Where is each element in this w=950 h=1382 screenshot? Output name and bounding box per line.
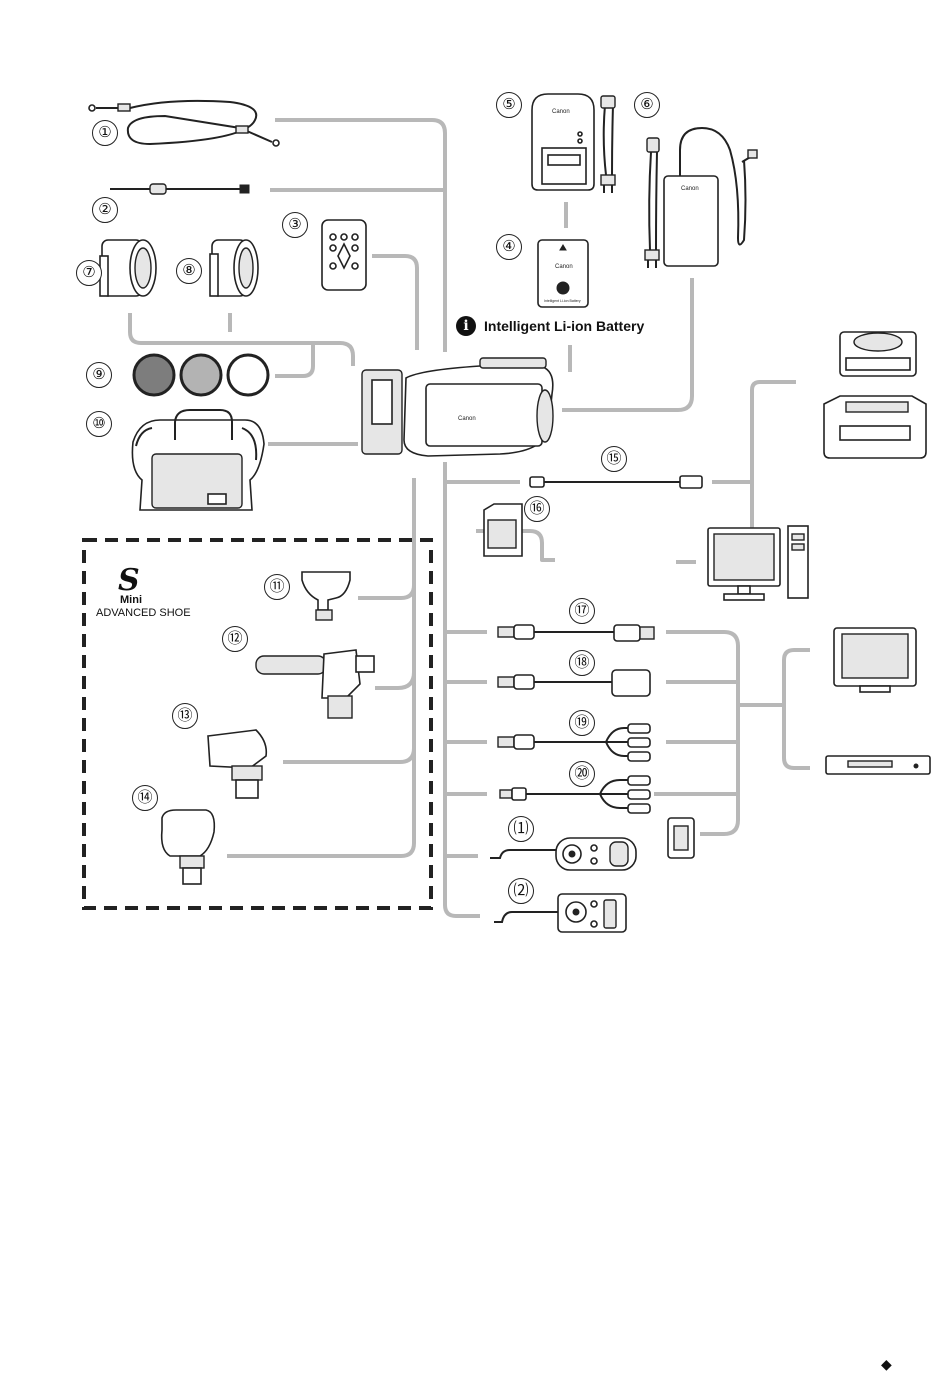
- label-18: ⑱: [569, 650, 595, 676]
- video-flash-illustration: [302, 572, 350, 620]
- battery-charger-illustration: Canon: [532, 94, 615, 193]
- label-17: ⑰: [569, 598, 595, 624]
- label-4: ④: [496, 234, 522, 260]
- wide-converter-illustration: [210, 240, 258, 296]
- battery-pack-brand: Canon: [555, 264, 573, 270]
- power-adapter-illustration: Canon: [645, 128, 757, 268]
- label-21: ⑴: [508, 816, 534, 842]
- wrist-strap-illustration: [110, 184, 249, 194]
- charger-brand: Canon: [552, 109, 570, 115]
- battery-caption-text: Intelligent Li-ion Battery: [484, 318, 644, 334]
- label-15: ⑮: [601, 446, 627, 472]
- wireless-controller-illustration: [322, 220, 366, 290]
- camcorder-illustration: Canon: [362, 358, 553, 456]
- memory-card-illustration: [484, 504, 522, 556]
- label-2: ②: [92, 197, 118, 223]
- computer-illustration: [708, 526, 808, 600]
- label-14: ⑭: [132, 785, 158, 811]
- compact-printer-illustration: [840, 332, 916, 376]
- shoe-logo-mini: Mini: [120, 594, 191, 607]
- battery-pack-text: Intelligent Li-ion Battery: [544, 299, 581, 303]
- directional-microphone-illustration: [256, 650, 374, 718]
- adapter-brand: Canon: [681, 186, 699, 192]
- scart-adapter-illustration: [668, 818, 694, 858]
- tele-converter-illustration: [100, 240, 156, 296]
- video-recorder-illustration: [826, 756, 930, 774]
- battery-video-light-illustration: [208, 730, 266, 798]
- label-10: ⑩: [86, 411, 112, 437]
- label-19: ⑲: [569, 710, 595, 736]
- label-13: ⑬: [172, 703, 198, 729]
- page-marker: ◆: [881, 1356, 892, 1373]
- battery-caption: i Intelligent Li-ion Battery: [456, 316, 644, 336]
- label-20: ⑳: [569, 761, 595, 787]
- remote-controller-21-illustration: [490, 838, 636, 870]
- inkjet-printer-illustration: [824, 396, 926, 458]
- shoe-logo-advanced-shoe: ADVANCED SHOE: [96, 607, 191, 620]
- shoulder-strap-illustration: [89, 101, 279, 146]
- label-3: ③: [282, 212, 308, 238]
- camcorder-brand: Canon: [458, 416, 476, 422]
- label-22: ⑵: [508, 878, 534, 904]
- hdmi-cable-17-illustration: [498, 625, 654, 641]
- label-7: ⑦: [76, 260, 102, 286]
- carrying-case-illustration: [132, 410, 264, 510]
- surround-microphone-illustration: [162, 810, 215, 884]
- shoe-logo-symbol: S: [118, 568, 191, 594]
- label-1: ①: [92, 120, 118, 146]
- mini-advanced-shoe-logo: S Mini ADVANCED SHOE: [96, 568, 191, 620]
- intelligent-battery-icon: i: [456, 316, 476, 336]
- battery-pack-illustration: Canon Intelligent Li-ion Battery: [538, 240, 588, 307]
- label-8: ⑧: [176, 258, 202, 284]
- label-9: ⑨: [86, 362, 112, 388]
- label-11: ⑪: [264, 574, 290, 600]
- label-12: ⑫: [222, 626, 248, 652]
- television-illustration: [834, 628, 916, 692]
- usb-cable-15-illustration: [530, 476, 702, 488]
- filter-set-illustration: [134, 355, 268, 395]
- label-5: ⑤: [496, 92, 522, 118]
- label-6: ⑥: [634, 92, 660, 118]
- label-16: ⑯: [524, 496, 550, 522]
